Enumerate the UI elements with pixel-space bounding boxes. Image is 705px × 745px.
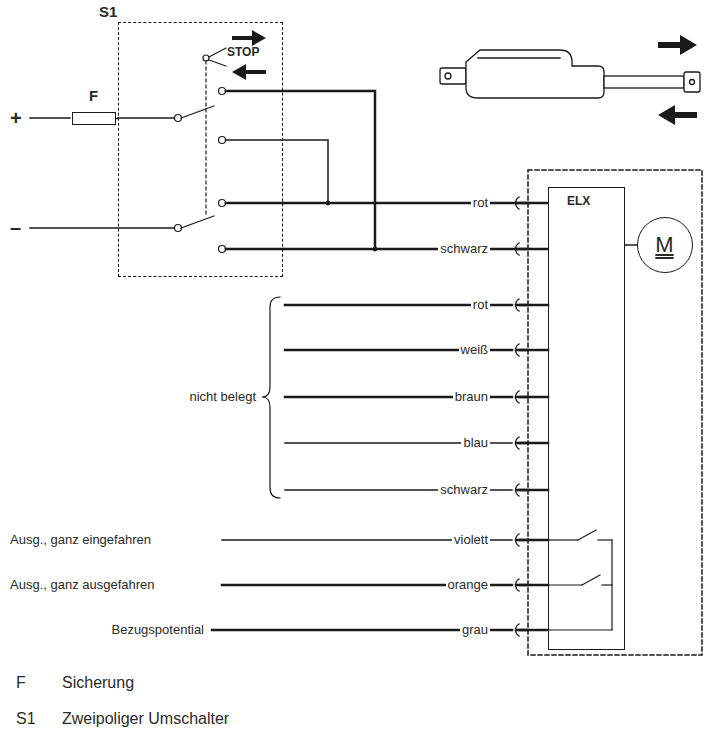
connector-pin: [516, 489, 528, 492]
minus-wire: [30, 227, 174, 229]
wire-label: Ausg., ganz ausgefahren: [8, 577, 157, 593]
wire: [226, 248, 283, 251]
node-text: STOP: [227, 45, 259, 60]
node-text: ELX: [567, 194, 590, 209]
connector-pin: [516, 539, 528, 542]
signal-wires: [212, 540, 512, 630]
node-text: S1: [99, 3, 117, 21]
wire-label: violett: [452, 532, 490, 548]
wire-label: Ausg., ganz eingefahren: [8, 532, 153, 548]
switch-box: S1STOP: [118, 22, 283, 277]
wire-connector: [283, 248, 548, 251]
switch-contacts: [175, 55, 226, 253]
connector-pin: [516, 349, 528, 352]
wire-label: –: [8, 216, 23, 239]
connector-pin: [516, 304, 528, 307]
wire-connector: [283, 202, 548, 205]
brace: [262, 297, 280, 498]
wire-label: rot: [471, 297, 490, 313]
direction-arrow: [658, 35, 697, 55]
wire-label: Sicherung: [60, 673, 136, 692]
motor-circle: M: [637, 217, 693, 273]
connector-pin: [516, 629, 528, 632]
wire-label: blau: [461, 435, 490, 451]
cross-wire: [226, 140, 328, 203]
wire-label: braun: [453, 389, 490, 405]
control-box: ELX: [548, 187, 625, 650]
wire-label: F: [14, 673, 28, 692]
wire-label: weiß: [459, 342, 490, 358]
wire-label: schwarz: [438, 482, 490, 498]
node-text: M: [655, 232, 673, 257]
wire-label: Zweipoliger Umschalter: [60, 709, 231, 728]
connector-pin: [516, 584, 528, 587]
fuse-symbol: F: [72, 112, 116, 125]
switch-blades: [181, 48, 226, 228]
node-text: F: [89, 87, 98, 105]
wire-label: +: [8, 107, 24, 130]
housing-wires: [520, 305, 548, 630]
wire-label: schwarz: [438, 241, 490, 257]
wire-label: grau: [460, 622, 490, 638]
plus-wire: [30, 117, 70, 119]
wire-connector: [625, 244, 637, 246]
wire: [226, 202, 283, 205]
wire-label: nicht belegt: [188, 389, 259, 405]
connector-pin: [516, 442, 528, 445]
actuator-housing: [528, 170, 702, 655]
direction-arrow: [232, 30, 266, 46]
wire-label: orange: [446, 577, 490, 593]
wire-label: S1: [14, 709, 38, 728]
connector-pin: [516, 396, 528, 399]
wire-label: Bezugspotential: [109, 622, 206, 638]
fuse-to-pole-wire: [118, 117, 174, 119]
wire-label: rot: [471, 195, 490, 211]
direction-arrow: [658, 105, 697, 125]
cross-wire: [226, 91, 375, 249]
direction-arrow: [232, 64, 266, 80]
actuator-illustration: [440, 50, 700, 98]
limit-switches: [548, 530, 612, 630]
unused-wires: [285, 305, 512, 490]
